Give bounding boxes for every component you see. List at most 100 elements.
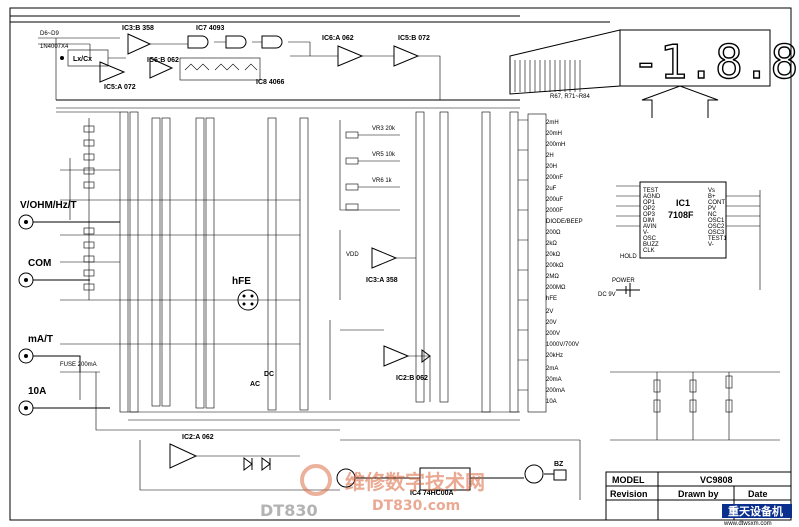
terminal-10a: 10A bbox=[18, 386, 110, 416]
ac-label: AC bbox=[250, 381, 260, 388]
range-label: 200V bbox=[546, 331, 560, 337]
ic1-pin: AVIN bbox=[643, 224, 657, 230]
ic1-pin: PV bbox=[708, 206, 716, 212]
title-block: MODEL VC9808 Revision Drawn by Date bbox=[605, 471, 792, 521]
ic6b-label: IC6:B 062 bbox=[147, 57, 179, 64]
ic3b-label: IC3:B 358 bbox=[122, 25, 154, 32]
ic1-pin: Vs bbox=[708, 188, 715, 194]
hfe-socket: hFE bbox=[232, 276, 259, 311]
watermark-chinese: 维修数字技术网 bbox=[345, 470, 485, 494]
hold-label: HOLD bbox=[620, 254, 637, 260]
dc-label: DC bbox=[264, 371, 274, 378]
range-label: 2mA bbox=[546, 366, 558, 372]
range-label: 2MΩ bbox=[546, 274, 559, 280]
input-divider-network bbox=[69, 118, 95, 300]
range-label: 200MΩ bbox=[546, 285, 566, 291]
display-arrow bbox=[641, 85, 719, 118]
outer-border bbox=[9, 7, 792, 521]
range-label: 2kΩ bbox=[546, 241, 557, 247]
range-label: 20mH bbox=[546, 131, 562, 137]
range-label: 20kΩ bbox=[546, 252, 561, 258]
terminal-10a-label: 10A bbox=[28, 386, 46, 397]
ic4-gate bbox=[356, 467, 524, 491]
display-connector bbox=[509, 29, 621, 95]
range-label: 200nF bbox=[546, 175, 563, 181]
power-label: POWER bbox=[612, 278, 635, 284]
ic1-pin: V- bbox=[643, 230, 649, 236]
ic6a-label: IC6:A 062 bbox=[322, 35, 354, 42]
range-label: 10A bbox=[546, 399, 557, 405]
range-label: 20V bbox=[546, 320, 557, 326]
range-label: 2mH bbox=[546, 120, 559, 126]
resistor-array-label: R67, R71~R84 bbox=[550, 94, 591, 100]
logo-url: www.dtwsxm.com bbox=[723, 521, 772, 527]
buzzer bbox=[544, 469, 567, 481]
ic7-label: IC7 4093 bbox=[196, 25, 225, 32]
ic1-pin: TEST1 bbox=[708, 236, 727, 242]
ic1-label: IC1 bbox=[676, 198, 690, 208]
range-label: 20mA bbox=[546, 377, 562, 383]
ic2b-opamp bbox=[383, 345, 410, 367]
svg-text:VR3 20k: VR3 20k bbox=[372, 126, 396, 132]
terminal-ma: mA/T bbox=[18, 334, 81, 372]
lcd-display: -1.8.8 bbox=[619, 29, 799, 90]
ic1-pin: OSC3 bbox=[708, 230, 725, 236]
svg-text:1N4007X4: 1N4007X4 bbox=[40, 44, 69, 50]
ic5b-opamp bbox=[393, 45, 420, 67]
model-label: MODEL bbox=[612, 475, 645, 485]
transistor-q1 bbox=[336, 468, 356, 488]
battery-label: DC 9V bbox=[598, 292, 616, 298]
ic8-label: IC8 4066 bbox=[256, 79, 285, 86]
ic1-pin: V- bbox=[708, 242, 714, 248]
logo-text: 重天设备机 bbox=[728, 504, 783, 518]
ic1-pin: BUZZ bbox=[643, 242, 659, 248]
vdd-label: VDD bbox=[346, 252, 359, 258]
range-label: hFE bbox=[546, 296, 557, 302]
ic8-switch-bank bbox=[179, 57, 261, 81]
svg-text:VR5 10k: VR5 10k bbox=[372, 152, 396, 158]
ic1-pin: OSC1 bbox=[708, 218, 725, 224]
ic1-pin: CLK bbox=[643, 248, 655, 254]
ic1-pin: AGND bbox=[643, 194, 661, 200]
range-label: 2uF bbox=[546, 186, 557, 192]
range-label: 1000V/700V bbox=[546, 342, 579, 348]
range-label: 20kHz bbox=[546, 353, 563, 359]
range-label-column: 2mH 20mH 200mH 2H 20H 200nF 2uF 200uF 20… bbox=[527, 113, 583, 413]
power-battery: POWER DC 9V bbox=[598, 278, 640, 298]
watermark-dt830: DT830 bbox=[260, 501, 318, 520]
date-label: Date bbox=[748, 489, 768, 499]
ic5b-label: IC5:B 072 bbox=[398, 35, 430, 42]
range-label: 200uF bbox=[546, 197, 563, 203]
terminal-vohm: V/OHM/Hz/T bbox=[18, 200, 120, 230]
reference-network bbox=[610, 371, 780, 441]
watermark-site-logo: 维修数字技术网 DT830.com bbox=[300, 464, 485, 514]
range-label: 20H bbox=[546, 164, 557, 170]
ic2a-opamp bbox=[169, 443, 198, 469]
trimmer-network: VR3 20k VR5 10k VR6 1k bbox=[339, 120, 400, 211]
ic3a-opamp bbox=[371, 247, 398, 269]
ic1-pin: CONT bbox=[708, 200, 725, 206]
ic1-pin: OSC2 bbox=[708, 224, 725, 230]
revision-label: Revision bbox=[610, 489, 648, 499]
ic1-pin: OSC bbox=[643, 236, 657, 242]
range-label: 200mH bbox=[546, 142, 565, 148]
ic3b-opamp bbox=[127, 33, 152, 55]
terminal-ma-label: mA/T bbox=[28, 334, 53, 345]
ic2b-label: IC2:B 062 bbox=[396, 375, 428, 382]
ic5a-label: IC5:A 072 bbox=[104, 84, 136, 91]
switch-rails bbox=[119, 111, 519, 413]
terminal-com: COM bbox=[18, 258, 90, 288]
range-label: 200Ω bbox=[546, 230, 561, 236]
model-value: VC9808 bbox=[700, 475, 733, 485]
watermark-url: DT830.com bbox=[372, 498, 460, 514]
svg-text:VR6 1k: VR6 1k bbox=[372, 178, 393, 184]
drawn-by-label: Drawn by bbox=[678, 489, 719, 499]
ic1-pin: OP2 bbox=[643, 206, 656, 212]
ic1-pin: B+ bbox=[708, 194, 716, 200]
ic1-part-label: 7108F bbox=[668, 210, 694, 220]
ic1-pin: TEST bbox=[643, 188, 659, 194]
terminal-com-label: COM bbox=[28, 258, 51, 269]
range-label: 2V bbox=[546, 309, 553, 315]
range-label: 200kΩ bbox=[546, 263, 564, 269]
